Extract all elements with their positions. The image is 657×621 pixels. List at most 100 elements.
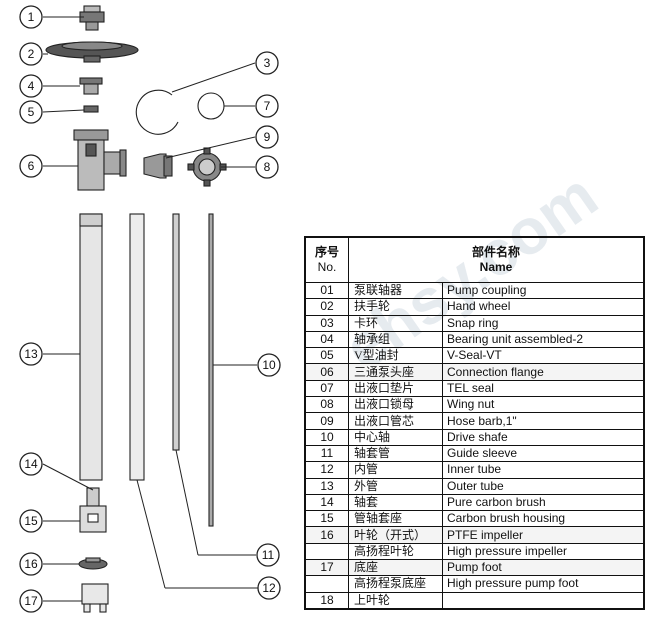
part-impeller [78, 557, 108, 570]
row-name-en-cell: Drive shafe [442, 428, 645, 446]
row-no-cell: 08 [304, 396, 349, 414]
svg-text:14: 14 [24, 457, 38, 471]
callout-1: 1 [19, 5, 43, 29]
row-no-cell: 05 [304, 347, 349, 365]
svg-text:8: 8 [264, 160, 271, 174]
callout-10: 10 [257, 353, 281, 377]
svg-text:5: 5 [28, 105, 35, 119]
header-no-cn: 序号 [314, 245, 339, 259]
part-carbon-brush [86, 487, 100, 507]
row-name-en-cell: Carbon brush housing [442, 510, 645, 528]
row-name-cn-cell: 叶轮（开式） [348, 526, 443, 544]
part-pump-foot [81, 583, 109, 613]
row-name-cn-cell: 三通泵头座 [348, 363, 443, 381]
row-name-en-cell: V-Seal-VT [442, 347, 645, 365]
part-wing-nut [187, 147, 227, 187]
row-name-cn-cell: 扶手轮 [348, 298, 443, 316]
callout-6: 6 [19, 154, 43, 178]
row-name-cn-cell: 高扬程叶轮 [348, 542, 443, 561]
row-no-cell: 06 [304, 363, 349, 381]
part-tel-seal [197, 92, 225, 120]
row-name-en-cell [442, 591, 645, 610]
row-name-cn-cell: 卡环 [348, 314, 443, 332]
svg-text:9: 9 [264, 130, 271, 144]
row-name-cn-cell: 外管 [348, 477, 443, 495]
row-no-cell: 18 [304, 591, 349, 610]
callout-17: 17 [19, 589, 43, 613]
svg-text:2: 2 [28, 47, 35, 61]
row-no-cell: 10 [304, 428, 349, 446]
row-no-cell: 04 [304, 330, 349, 349]
row-name-en-cell: High pressure pump foot [442, 575, 645, 593]
part-hand-wheel [45, 41, 139, 63]
row-name-cn-cell: 中心轴 [348, 428, 443, 446]
svg-text:12: 12 [262, 581, 276, 595]
svg-text:3: 3 [264, 56, 271, 70]
callout-5: 5 [19, 100, 43, 124]
svg-text:4: 4 [28, 79, 35, 93]
row-no-cell: 12 [304, 461, 349, 479]
row-name-en-cell: Pump foot [442, 559, 645, 577]
leader-lines [42, 16, 258, 602]
part-carbon-brush-housing [79, 505, 107, 533]
row-name-cn-cell: 泵联轴器 [348, 281, 443, 300]
row-name-cn-cell: V型油封 [348, 347, 443, 365]
part-connection-flange [73, 129, 127, 191]
row-name-cn-cell: 出液口垫片 [348, 379, 443, 398]
row-name-cn-cell: 底座 [348, 559, 443, 577]
row-name-cn-cell: 高扬程泵底座 [348, 575, 443, 593]
callout-11: 11 [256, 543, 280, 567]
row-name-en-cell: Connection flange [442, 363, 645, 381]
header-name-cell: 部件名称 Name [348, 236, 645, 283]
part-outer-tube [79, 213, 103, 481]
callout-14: 14 [19, 452, 43, 476]
header-no-en: No. [317, 260, 337, 274]
row-name-cn-cell: 内管 [348, 461, 443, 479]
row-no-cell: 16 [304, 526, 349, 544]
svg-text:1: 1 [28, 10, 35, 24]
part-bearing-unit [79, 77, 103, 95]
row-name-cn-cell: 轴套管 [348, 444, 443, 463]
row-name-en-cell: Guide sleeve [442, 444, 645, 463]
svg-text:17: 17 [24, 594, 38, 608]
header-no-cell: 序号 No. [304, 236, 349, 283]
row-name-cn-cell: 上叶轮 [348, 591, 443, 610]
part-guide-sleeve [172, 213, 180, 451]
part-hose-barb [143, 153, 173, 179]
part-drive-shaft [208, 213, 214, 527]
row-name-en-cell: Hose barb,1" [442, 412, 645, 430]
header-name-en: Name [479, 260, 513, 274]
row-name-cn-cell: 轴套 [348, 493, 443, 512]
row-no-cell: 09 [304, 412, 349, 430]
row-no-cell: 01 [304, 281, 349, 300]
row-name-en-cell: Outer tube [442, 477, 645, 495]
row-no-cell: 15 [304, 510, 349, 528]
callout-16: 16 [19, 552, 43, 576]
row-no-cell: 11 [304, 444, 349, 463]
table-header-row: 序号 No. 部件名称 Name [304, 236, 645, 283]
svg-text:15: 15 [24, 514, 38, 528]
svg-text:11: 11 [262, 548, 275, 562]
